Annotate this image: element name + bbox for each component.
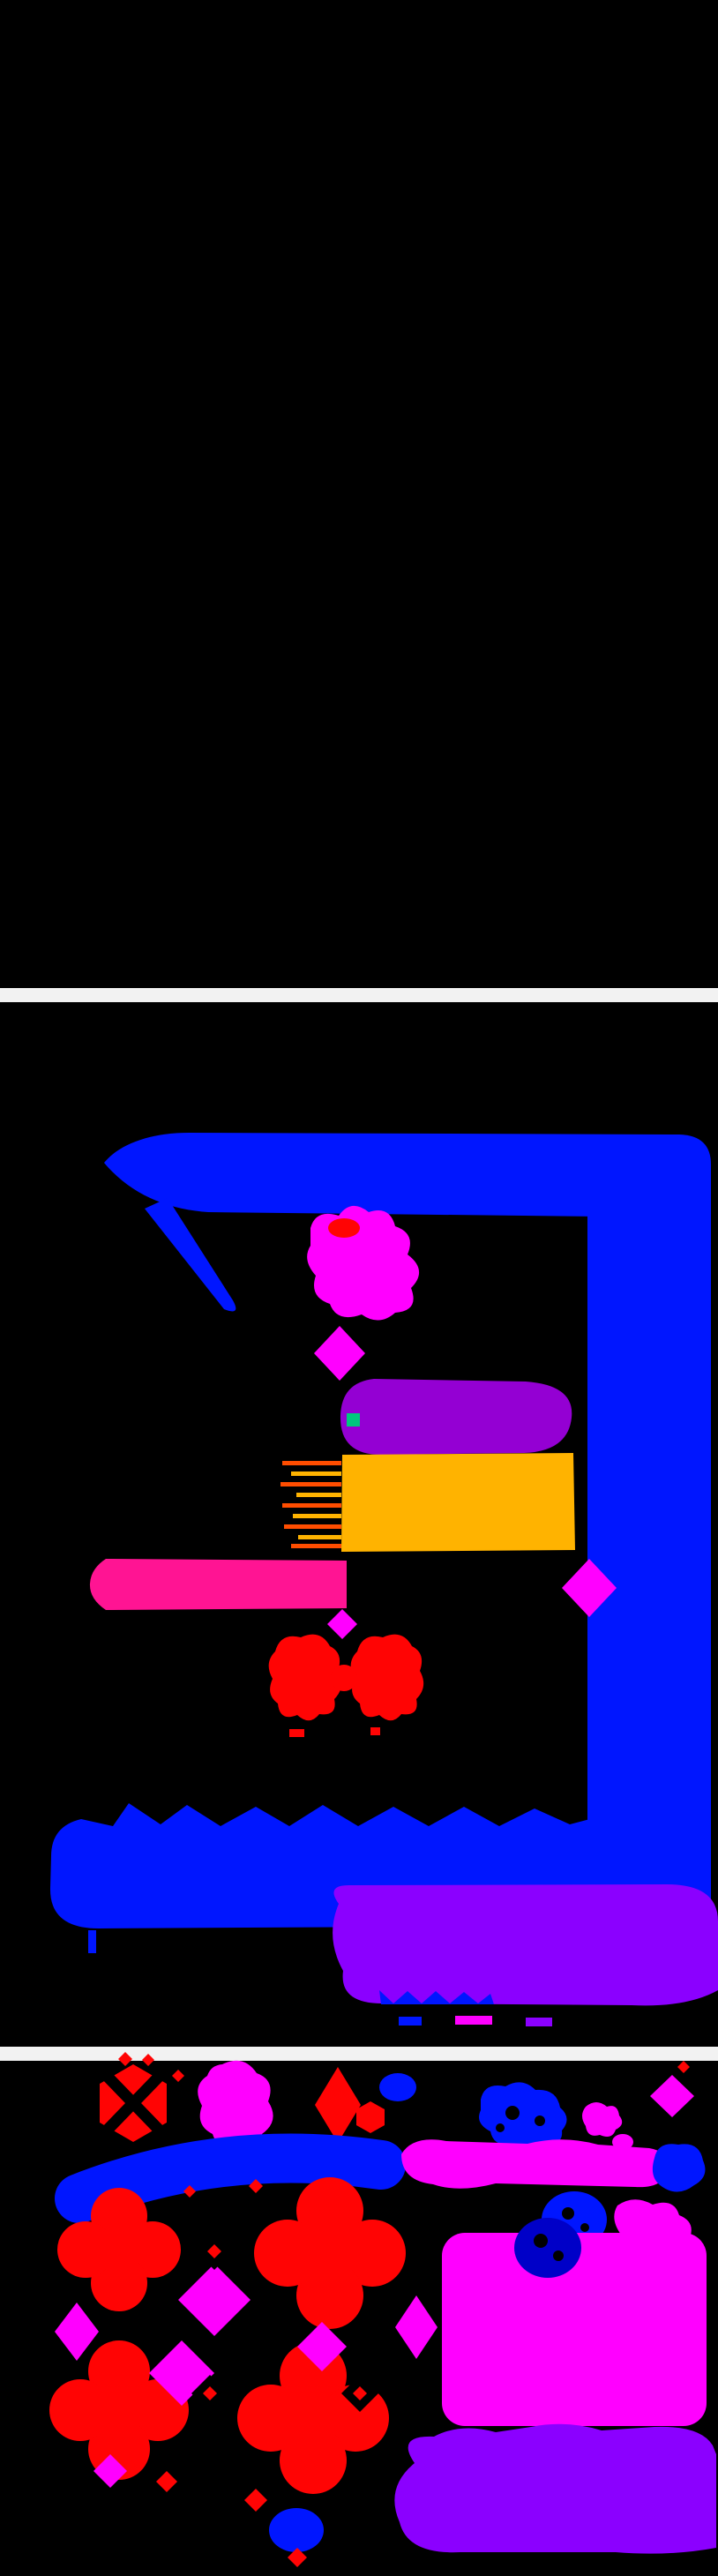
magenta-quilt-diamond — [395, 2295, 438, 2359]
blue-zigzag-strip — [379, 1990, 494, 2004]
pink-bar — [89, 1559, 347, 1610]
orange-stripe — [282, 1503, 341, 1508]
black-spot — [496, 2123, 505, 2132]
blue-bottom-bit — [269, 2508, 324, 2552]
blue-right-column — [587, 1164, 711, 1925]
red-blob-mid — [331, 1665, 357, 1691]
hexagon-x-bar — [103, 2072, 163, 2134]
green-chip — [347, 1413, 360, 1427]
violet-pill — [340, 1379, 572, 1455]
magenta-small-blob — [612, 2134, 633, 2150]
red-mini-diamond — [156, 2471, 177, 2492]
black-spot — [535, 2115, 545, 2126]
red-diamond-tall — [315, 2067, 361, 2143]
black-spot — [553, 2250, 564, 2261]
red-tick — [289, 1729, 304, 1737]
red-tick — [370, 1727, 380, 1735]
artwork-lower — [49, 2052, 716, 2567]
magenta-diamond-topright — [650, 2075, 694, 2117]
orange-stripe — [296, 1493, 341, 1497]
red-blob-right — [350, 1634, 424, 1721]
red-flower — [237, 2342, 389, 2494]
artwork-upper — [49, 1133, 718, 2026]
purple-blob-lower — [394, 2423, 716, 2554]
blue-arc — [55, 2133, 406, 2223]
orange-stripe — [291, 1471, 341, 1476]
orange-panel — [341, 1453, 575, 1552]
orange-stripe — [284, 1524, 341, 1529]
magenta-bottom-diamond — [93, 2454, 127, 2488]
orange-stripe — [293, 1514, 341, 1518]
magenta-band — [401, 2139, 669, 2189]
red-center-dot — [207, 2244, 221, 2258]
blue-spotted-blob — [479, 2082, 567, 2149]
black-spot — [534, 2234, 548, 2248]
red-mini-diamond — [183, 2185, 196, 2198]
caption-mark-purple — [526, 2018, 552, 2026]
red-accent-dot — [328, 1218, 360, 1238]
red-mini-diamond — [142, 2054, 154, 2066]
red-mini-diamond — [677, 2061, 690, 2073]
orange-stripe — [291, 1544, 341, 1548]
red-flower — [254, 2177, 406, 2329]
magenta-small-blob — [582, 2102, 623, 2137]
magenta-blob-top — [198, 2060, 273, 2149]
red-hexagon-small — [356, 2101, 385, 2133]
blue-swoosh-tail — [145, 1198, 236, 1312]
red-mini-diamond — [172, 2070, 184, 2082]
black-spot — [580, 2223, 589, 2232]
darkblue-circle — [514, 2218, 581, 2278]
divider-top — [0, 988, 718, 1002]
blue-band-end — [652, 2144, 706, 2192]
magenta-blob-upper — [307, 1205, 420, 1321]
red-mini-diamond — [118, 2052, 132, 2066]
red-flower — [49, 2340, 189, 2480]
caption-mark-magenta — [455, 2016, 492, 2025]
blue-bit — [379, 2073, 416, 2101]
magenta-bit-small — [327, 1609, 357, 1639]
blue-swoosh-top — [104, 1133, 711, 1217]
red-mini-diamond — [249, 2179, 263, 2193]
magenta-quilt-diamond — [178, 2264, 251, 2336]
blue-descender-mark — [88, 1930, 96, 1953]
orange-stripe — [298, 1535, 341, 1539]
red-center-dot — [203, 2386, 217, 2400]
black-spot — [505, 2106, 520, 2120]
red-mini-diamond — [288, 2548, 307, 2567]
purple-blob-upper — [333, 1884, 718, 2006]
orange-stripe — [280, 1482, 341, 1486]
magenta-quilt-diamond — [55, 2303, 99, 2361]
caption-mark-blue — [399, 2017, 422, 2026]
black-spot — [562, 2207, 574, 2220]
divider-bottom — [0, 2047, 718, 2061]
magenta-diamond-right — [562, 1559, 617, 1617]
red-center-dot — [353, 2386, 367, 2400]
magenta-diamond-small — [314, 1326, 365, 1381]
red-flower — [57, 2188, 181, 2311]
red-mini-diamond — [244, 2489, 267, 2512]
red-blob-left — [268, 1634, 342, 1721]
orange-stripe — [282, 1461, 341, 1465]
magenta-quilt-diamond — [297, 2322, 347, 2371]
magenta-square — [442, 2233, 707, 2426]
